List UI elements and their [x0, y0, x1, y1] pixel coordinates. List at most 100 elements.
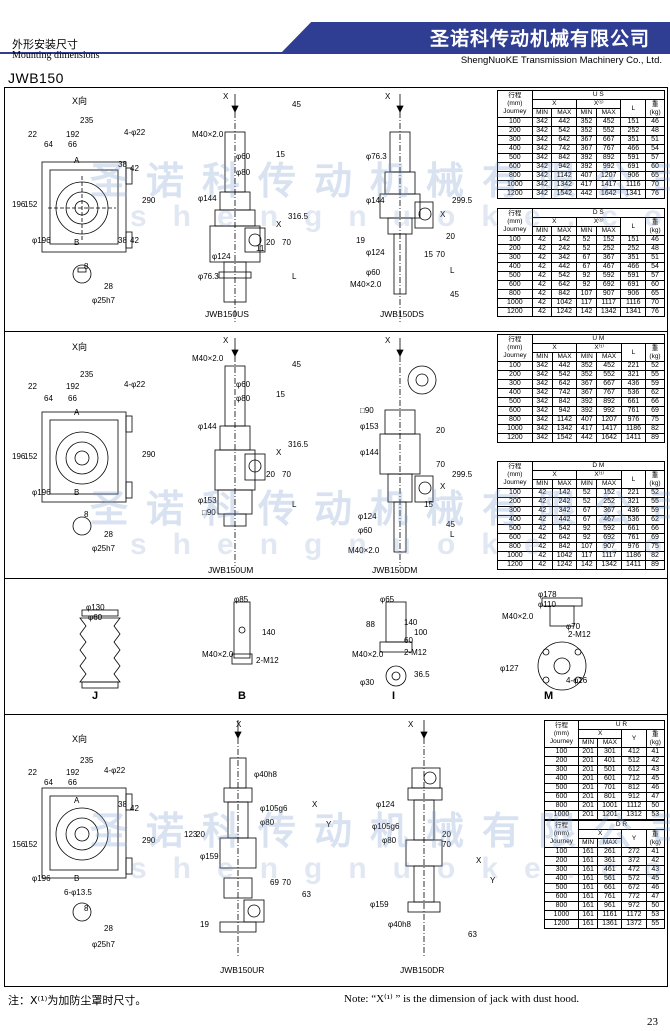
table-cell: 221 — [620, 361, 647, 371]
ur-elevation-drawing — [219, 720, 265, 958]
table-cell: 1200 — [497, 433, 533, 443]
table-cell: 76 — [645, 307, 665, 317]
table-cell: 552 — [595, 126, 622, 136]
table-cell: 767 — [596, 388, 622, 398]
dim-label: A — [74, 796, 80, 805]
table-cell: 600 — [497, 406, 533, 416]
table-cell: 42 — [531, 244, 553, 254]
table-cell: 442 — [551, 361, 578, 371]
dim-label: 63 — [468, 930, 477, 939]
table-cell: 1361 — [597, 919, 623, 929]
table-cell: 812 — [621, 783, 647, 793]
dim-label: 20 — [266, 238, 275, 247]
dim-label: 38 — [118, 160, 127, 169]
dim-label: 70 — [436, 460, 445, 469]
table-cell: 66 — [645, 397, 665, 407]
x-arrow-label: X — [385, 336, 391, 345]
table-cell: 200 — [497, 126, 533, 136]
dim-label: 70 — [282, 470, 291, 479]
table-cell: 152 — [595, 235, 622, 245]
table-cell: 600 — [544, 892, 579, 902]
table-cell: 1372 — [621, 919, 647, 929]
flange-m-drawing — [537, 597, 587, 691]
dim-label: A — [74, 156, 80, 165]
section-divider — [4, 578, 668, 579]
dim-label: 196 — [12, 200, 26, 209]
section-divider — [4, 714, 668, 715]
accessory-drawings — [79, 597, 587, 691]
dim-label: B — [74, 488, 80, 497]
dim-label: 152 — [24, 840, 38, 849]
dim-label: 8 — [84, 510, 89, 519]
table-cell: 92 — [576, 280, 597, 290]
table-cell: 100 — [544, 747, 579, 757]
us-elevation-drawing — [209, 94, 266, 322]
drawing-caption: JWB150UM — [208, 565, 254, 575]
table-cell: 52 — [645, 361, 665, 371]
table-cell: 50 — [645, 901, 666, 911]
dim-label: 4-φ22 — [124, 380, 146, 389]
table-cell: 46 — [645, 235, 665, 245]
dim-label: 152 — [24, 200, 38, 209]
dim-label: M40×2.0 — [350, 280, 382, 289]
dim-label: 235 — [80, 116, 94, 125]
table-cell: 352 — [576, 126, 597, 136]
dim-label: φ124 — [366, 248, 385, 257]
dim-label: φ76.3 — [198, 272, 219, 281]
table-cell: 301 — [597, 747, 623, 757]
watermark-en: shengnuoke.com — [130, 852, 670, 885]
table-cell: 89 — [645, 560, 665, 570]
dim-label: 45 — [292, 100, 301, 109]
dim-label: φ196 — [32, 236, 51, 245]
table-cell: 667 — [596, 379, 622, 389]
dim-label: 66 — [68, 394, 77, 403]
table-cell: 42 — [531, 253, 553, 263]
table-cell: 42 — [531, 271, 553, 281]
dim-label: 64 — [44, 778, 53, 787]
table-cell: 452 — [595, 117, 622, 127]
table-cell: 201 — [577, 774, 599, 784]
table-cell: 972 — [621, 901, 647, 911]
view-direction-label: X向 — [72, 341, 87, 352]
table-cell: 48 — [645, 126, 665, 136]
table-cell: 612 — [621, 765, 647, 775]
table-title: U M — [531, 334, 666, 344]
watermark-cn: 圣诺科传动机械有限公司 — [90, 809, 670, 853]
drawing-caption: JWB150US — [205, 309, 249, 319]
table-cell: 42 — [531, 262, 553, 272]
table-cell: 42 — [645, 756, 666, 766]
col-journey: 行程(mm)Journey — [497, 208, 533, 236]
table-cell: 642 — [551, 280, 578, 290]
dim-label: 192 — [66, 130, 80, 139]
dim-label: 28 — [104, 530, 113, 539]
dim-label: φ105g6 — [260, 804, 288, 813]
table-title: U R — [577, 720, 666, 730]
dim-label: 19 — [356, 236, 365, 245]
dim-label: φ144 — [198, 194, 217, 203]
table-cell: 600 — [497, 280, 533, 290]
table-cell: 691 — [620, 280, 647, 290]
watermark-cn: 圣诺科传动机械有限公司 — [90, 487, 670, 531]
table-cell: 55 — [645, 370, 665, 380]
table-cell: 1200 — [497, 307, 533, 317]
dim-label: 290 — [142, 836, 156, 845]
dim-label: 60 — [404, 636, 413, 645]
dim-label: 4-φ22 — [104, 766, 126, 775]
dim-label: B — [74, 238, 80, 247]
table-cell: 342 — [531, 397, 553, 407]
table-cell: 55 — [645, 919, 666, 929]
dim-label: 19 — [200, 920, 209, 929]
dim-label: φ25h7 — [92, 940, 115, 949]
x-arrow-label: X — [385, 92, 391, 101]
dim-label: φ124 — [212, 252, 231, 261]
table-cell: 401 — [597, 756, 623, 766]
dim-label: 290 — [142, 196, 156, 205]
